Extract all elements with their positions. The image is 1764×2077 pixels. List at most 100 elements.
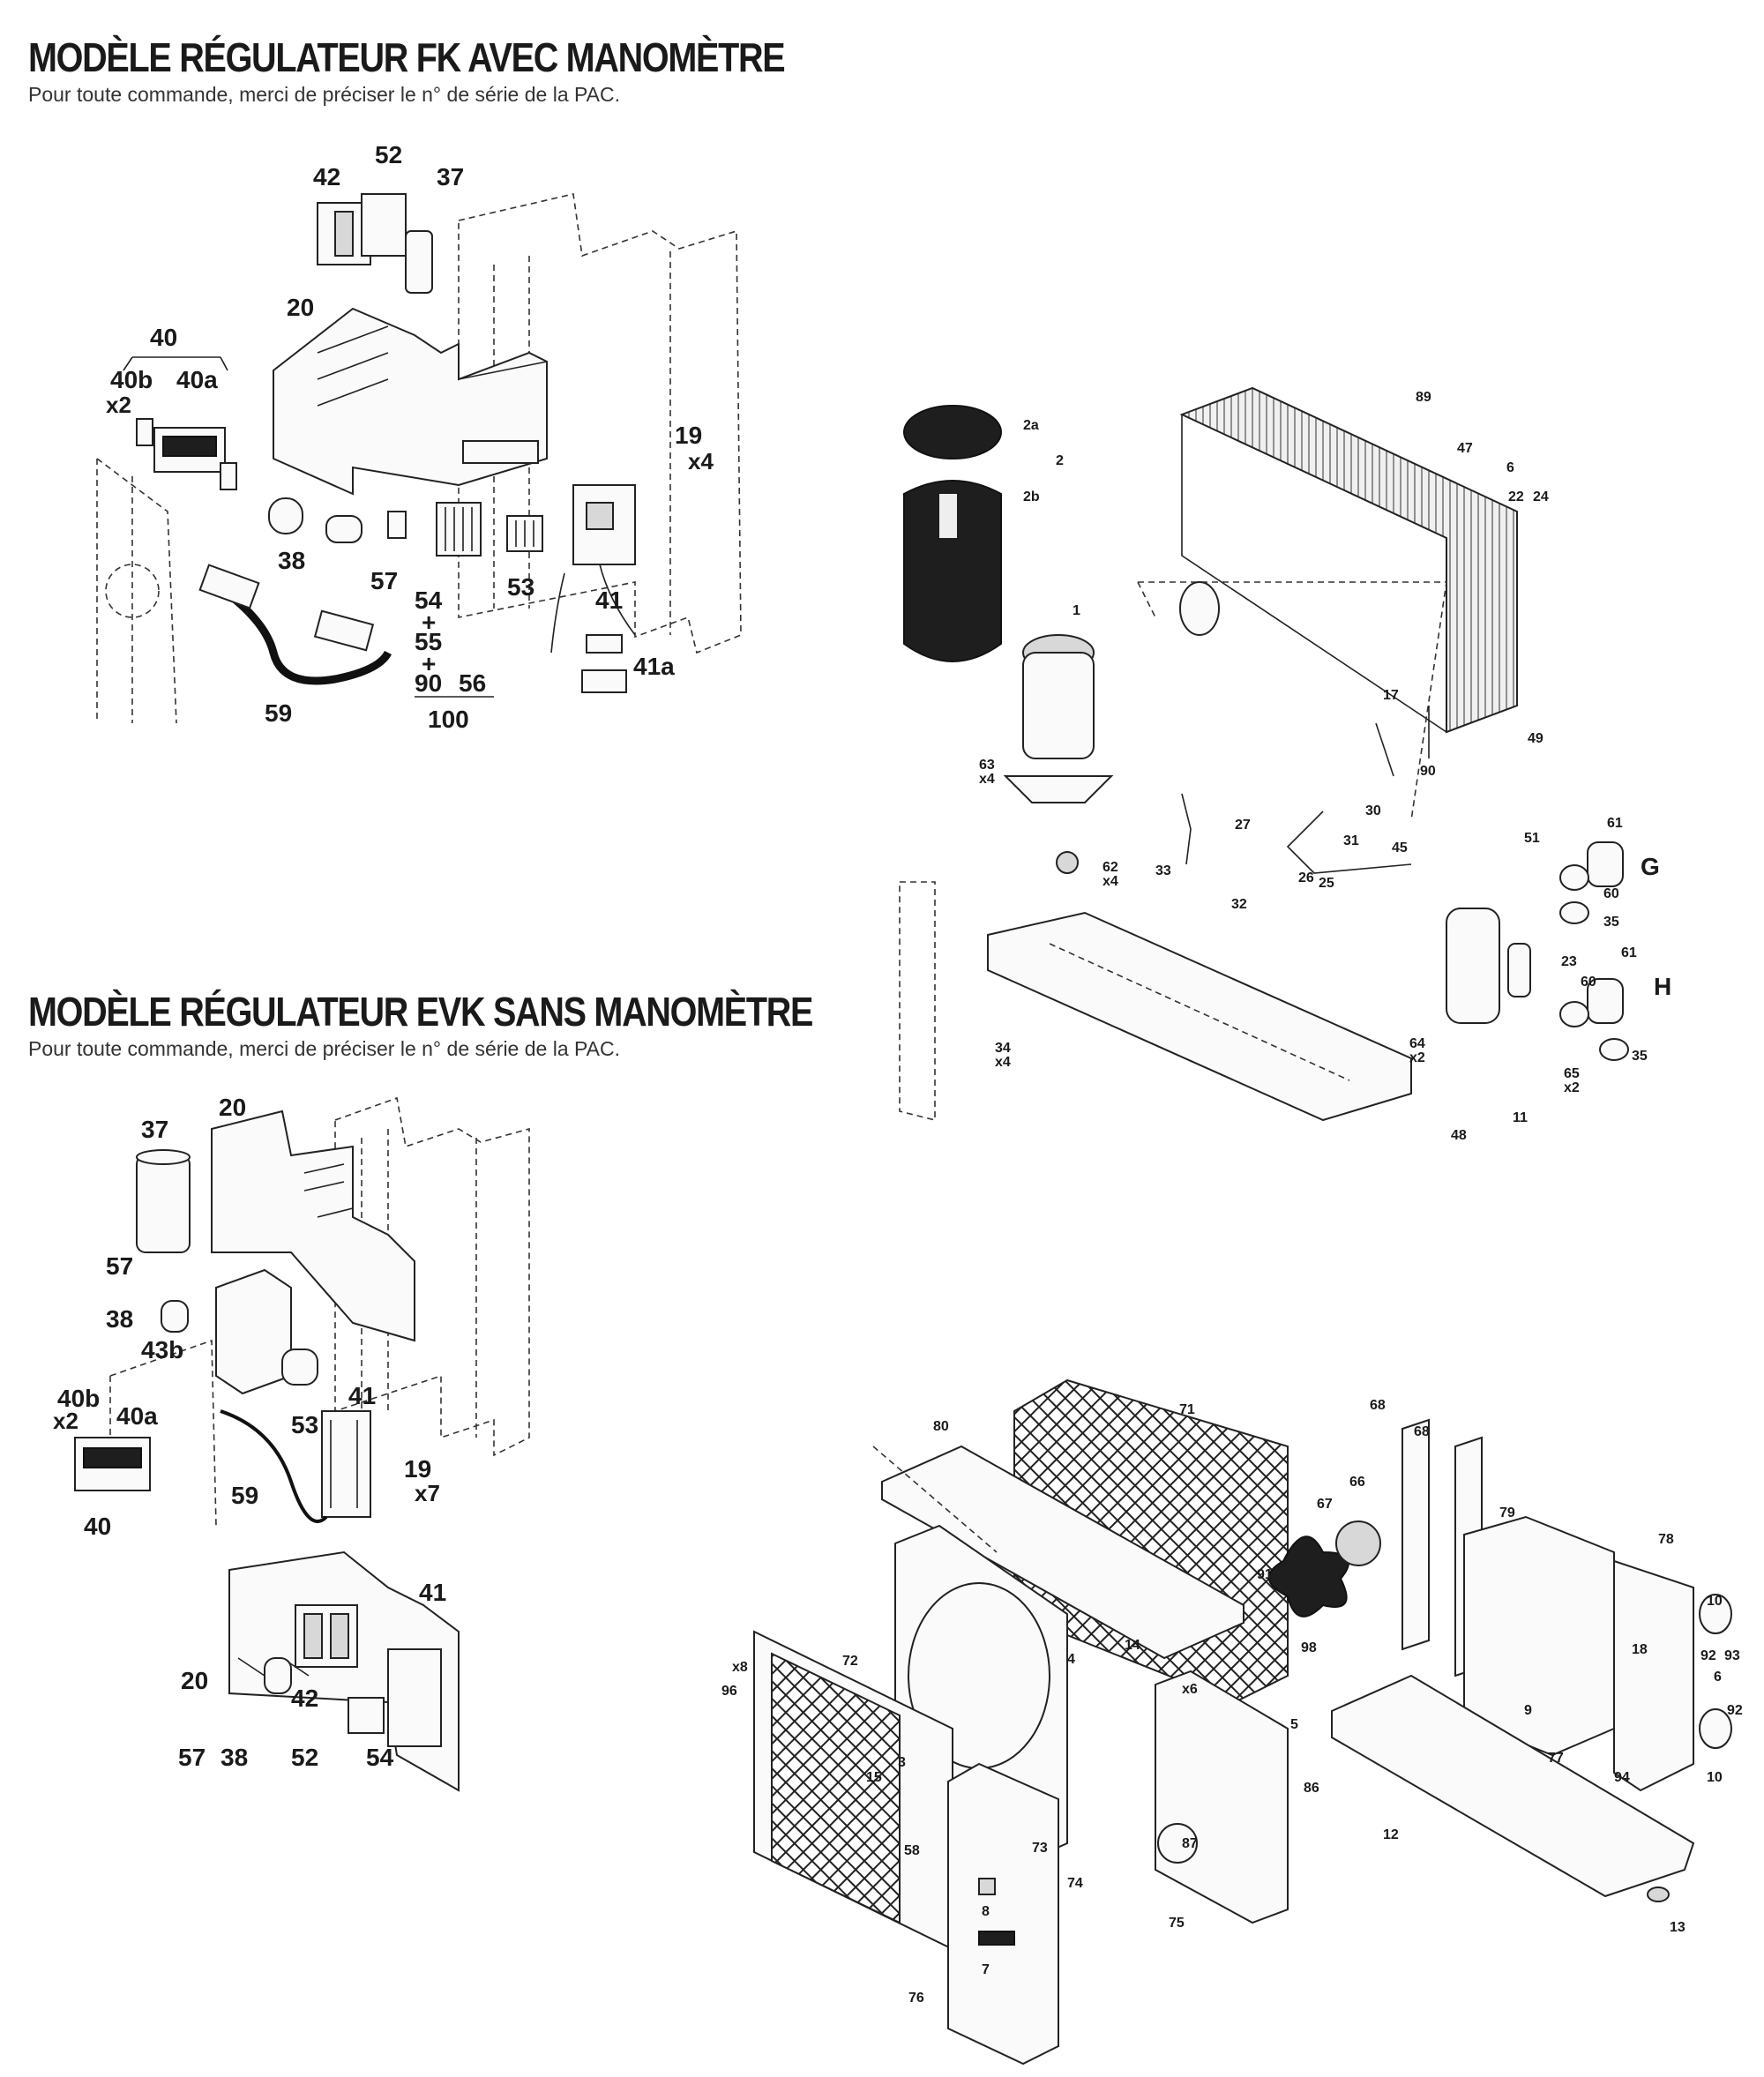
callout: 22 xyxy=(1508,489,1524,504)
callout: 93 xyxy=(1724,1648,1740,1663)
callout: 30 xyxy=(1365,803,1381,818)
callout: 53 xyxy=(291,1411,318,1438)
callout: 2 xyxy=(1056,453,1064,468)
callout: 77 xyxy=(1548,1751,1564,1766)
callout: 68 xyxy=(1370,1398,1386,1413)
callout: 49 xyxy=(1528,731,1544,746)
section-subtitle: Pour toute commande, merci de préciser l… xyxy=(28,1037,620,1060)
callout: 8 xyxy=(982,1904,990,1919)
callout: 19 xyxy=(675,422,702,449)
callout: x4 xyxy=(688,448,714,474)
callout: H xyxy=(1654,973,1671,1000)
callout: 2a xyxy=(1023,418,1039,433)
callout: 11 xyxy=(1513,1110,1528,1125)
section-subtitle: Pour toute commande, merci de préciser l… xyxy=(28,83,620,106)
callout: 100 xyxy=(428,706,469,733)
callout: 13 xyxy=(1670,1920,1686,1935)
callout: 25 xyxy=(1319,876,1334,891)
callout: 61 xyxy=(1607,816,1623,831)
callout: 20 xyxy=(219,1094,246,1121)
callout: 59 xyxy=(265,699,292,727)
callout: 72 xyxy=(842,1654,858,1669)
callout: 61 xyxy=(1621,945,1637,960)
callout: 17 xyxy=(1383,688,1399,703)
callout: 35 xyxy=(1632,1049,1648,1064)
callout: 67 xyxy=(1317,1497,1333,1512)
fluid-circuit-callout-labels: 2a 2 2b 1 63 x4 62 x4 27 33 32 34 x4 89 … xyxy=(979,390,1671,1143)
callout: 54 xyxy=(366,1744,394,1771)
casing-exploded-view xyxy=(753,1378,1732,2066)
callout: 57 xyxy=(370,567,398,594)
callout: 15 xyxy=(866,1770,882,1785)
callout: 60 xyxy=(1581,975,1596,990)
callout: 58 xyxy=(904,1843,920,1858)
callout: 87 xyxy=(1182,1836,1198,1851)
callout: 41 xyxy=(419,1579,446,1606)
callout: + xyxy=(422,609,436,636)
callout: 10 xyxy=(1707,1594,1723,1609)
callout: 41a xyxy=(633,653,675,680)
callout: 4 xyxy=(1067,1652,1075,1667)
callout: 23 xyxy=(1561,954,1577,969)
callout: x6 xyxy=(1182,1682,1198,1697)
callout: 52 xyxy=(375,141,402,168)
callout: 1 xyxy=(1073,603,1080,618)
callout: 40 xyxy=(150,324,177,351)
callout: 62 xyxy=(1102,860,1118,875)
callout: x2 xyxy=(1564,1080,1580,1095)
callout: 6 xyxy=(1714,1670,1722,1685)
evk-callout-labels: 37 20 57 38 43b 53 41 40b x2 40a 19 x7 5… xyxy=(53,1094,446,1771)
callout: 31 xyxy=(1343,833,1359,848)
callout: 20 xyxy=(287,294,314,321)
callout: 64 xyxy=(1409,1036,1425,1051)
section-title: MODÈLE RÉGULATEUR FK AVEC MANOMÈTRE xyxy=(28,34,786,80)
callout: 40 xyxy=(84,1513,111,1540)
callout: 41 xyxy=(348,1382,376,1409)
callout: 55 xyxy=(415,628,442,655)
callout: 35 xyxy=(1603,915,1619,930)
callout: 90 xyxy=(415,669,442,697)
callout: 27 xyxy=(1235,818,1251,833)
callout: 47 xyxy=(1457,441,1473,456)
callout: 45 xyxy=(1392,841,1408,855)
callout: 68 xyxy=(1414,1424,1430,1439)
callout: 41 xyxy=(595,586,623,614)
callout: 20 xyxy=(181,1667,208,1694)
callout: 79 xyxy=(1499,1505,1515,1520)
callout: 40b xyxy=(110,366,153,393)
callout: 43b xyxy=(141,1336,183,1363)
callout: 34 xyxy=(995,1041,1011,1056)
callout: 12 xyxy=(1383,1827,1399,1842)
callout: 42 xyxy=(291,1685,318,1712)
callout: 80 xyxy=(933,1419,949,1434)
callout: 86 xyxy=(1304,1781,1319,1796)
callout: 5 xyxy=(1290,1717,1298,1732)
callout: 9 xyxy=(1524,1703,1532,1718)
callout: 33 xyxy=(1155,863,1171,878)
callout: 63 xyxy=(979,758,995,773)
callout: 74 xyxy=(1067,1876,1083,1891)
callout: 51 xyxy=(1524,831,1540,846)
callout: 90 xyxy=(1420,764,1436,779)
callout: 14 xyxy=(1125,1638,1140,1653)
callout: 57 xyxy=(178,1744,206,1771)
callout: x4 xyxy=(995,1055,1011,1070)
callout: x2 xyxy=(1409,1050,1425,1065)
callout: 37 xyxy=(141,1116,168,1143)
callout: 2b xyxy=(1023,489,1040,504)
callout: 75 xyxy=(1169,1916,1185,1931)
callout: 7 xyxy=(982,1962,990,1977)
callout: 56 xyxy=(459,669,486,697)
callout: 60 xyxy=(1603,886,1619,901)
callout: 38 xyxy=(106,1305,133,1333)
callout: 53 xyxy=(507,573,534,601)
callout: 40a xyxy=(116,1402,158,1430)
casing-callout-labels: 80 71 67 66 68 68 79 78 91 14 98 x6 4 5 … xyxy=(721,1398,1743,2006)
callout: 40a xyxy=(176,366,218,393)
section-evk-heading: MODÈLE RÉGULATEUR EVK SANS MANOMÈTRE Pou… xyxy=(28,988,940,1061)
callout: 37 xyxy=(437,163,464,191)
callout: 65 xyxy=(1564,1066,1580,1081)
callout: 59 xyxy=(231,1482,258,1509)
callout: 57 xyxy=(106,1252,133,1280)
callout: + xyxy=(422,650,436,677)
